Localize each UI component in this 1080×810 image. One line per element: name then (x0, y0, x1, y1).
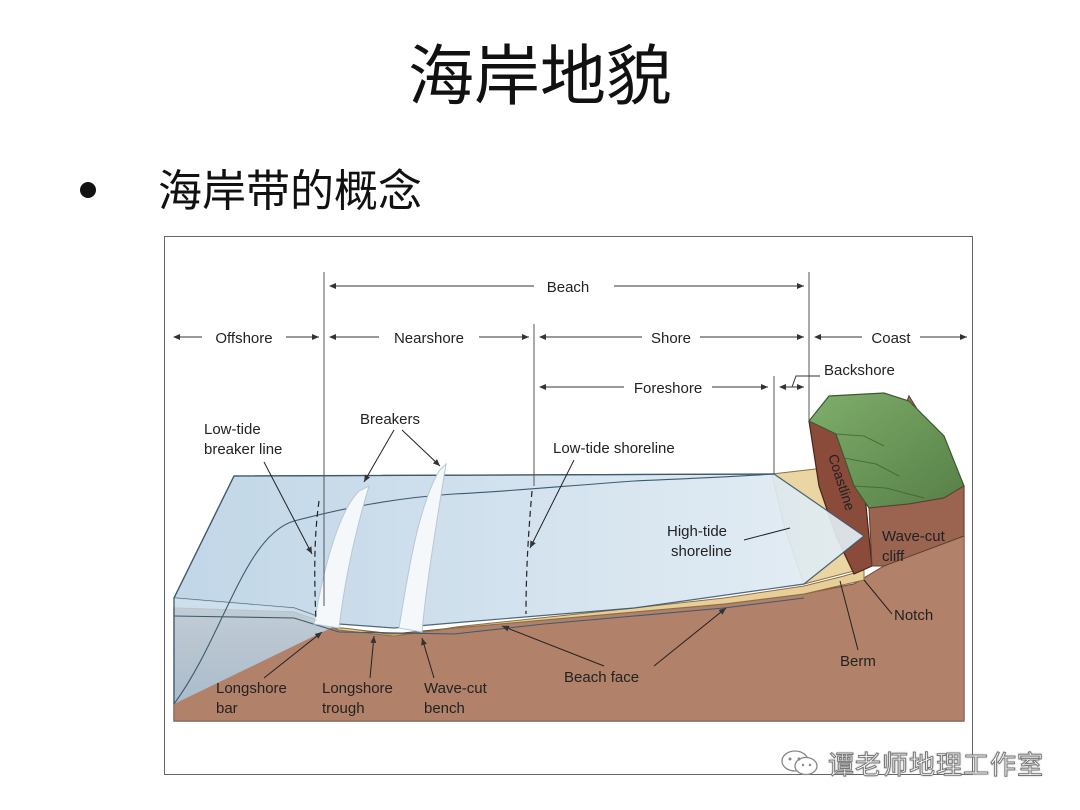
leader-longshore-bar (263, 631, 323, 679)
label-beach-face: Beach face (564, 669, 639, 686)
leader-wave-cut-bench (421, 637, 435, 679)
label-beach: Beach (547, 279, 590, 296)
watermark: 谭老师地理工作室 (780, 748, 1044, 781)
breaker-wave-2 (398, 462, 447, 633)
leader-breakers-1 (363, 429, 395, 483)
label-berm: Berm (840, 653, 876, 670)
cliff-side (868, 485, 965, 567)
subsurface-profile (173, 473, 775, 705)
label-longshore-bar-2: bar (216, 700, 238, 717)
label-wave-cut-bench-2: bench (424, 700, 465, 717)
leader-low-tide-breaker (263, 461, 313, 555)
water-line-front (173, 597, 805, 635)
breaker-wave-1 (313, 485, 370, 629)
label-coast: Coast (871, 330, 911, 347)
label-low-tide-breaker-2: breaker line (204, 441, 282, 458)
bullet-text: 海岸带的概念 (158, 166, 422, 217)
label-wave-cut-bench-1: Wave-cut (424, 680, 488, 697)
label-backshore: Backshore (824, 362, 895, 379)
leader-low-tide-shoreline (529, 459, 575, 549)
leader-beach-face-2 (653, 607, 727, 667)
leader-beach-face-1 (501, 625, 605, 667)
earth-section (174, 536, 964, 721)
label-longshore-bar-1: Longshore (216, 680, 287, 697)
leader-berm (839, 580, 859, 651)
sea-front (174, 598, 339, 704)
bullet-dot (80, 182, 96, 198)
watermark-text: 谭老师地理工作室 (827, 750, 1044, 781)
label-foreshore: Foreshore (634, 380, 702, 397)
label-wave-cut-cliff-2: cliff (882, 548, 905, 565)
label-wave-cut-cliff-1: Wave-cut (882, 528, 946, 545)
label-shore: Shore (651, 330, 691, 347)
label-offshore: Offshore (215, 330, 272, 347)
label-longshore-trough-1: Longshore (322, 680, 393, 697)
label-notch: Notch (894, 607, 933, 624)
leader-high-tide (743, 527, 791, 541)
label-breakers: Breakers (360, 411, 420, 428)
label-low-tide-breaker-1: Low-tide (204, 421, 261, 438)
label-low-tide-shoreline: Low-tide shoreline (553, 440, 675, 457)
low-tide-breaker-line (314, 500, 320, 622)
wechat-icon (781, 750, 818, 776)
label-high-tide-2: shoreline (671, 543, 732, 560)
low-tide-shoreline-line (525, 490, 533, 615)
label-longshore-trough-2: trough (322, 700, 365, 717)
leader-longshore-trough (369, 635, 377, 679)
leader-notch (863, 579, 893, 615)
coastal-zone-diagram: Beach Offshore Nearshore Shore Coast For… (164, 236, 974, 776)
slide-title: 海岸地貌 (408, 38, 672, 115)
leader-breakers-2 (401, 429, 441, 467)
label-nearshore: Nearshore (394, 330, 464, 347)
label-high-tide-1: High-tide (667, 523, 727, 540)
